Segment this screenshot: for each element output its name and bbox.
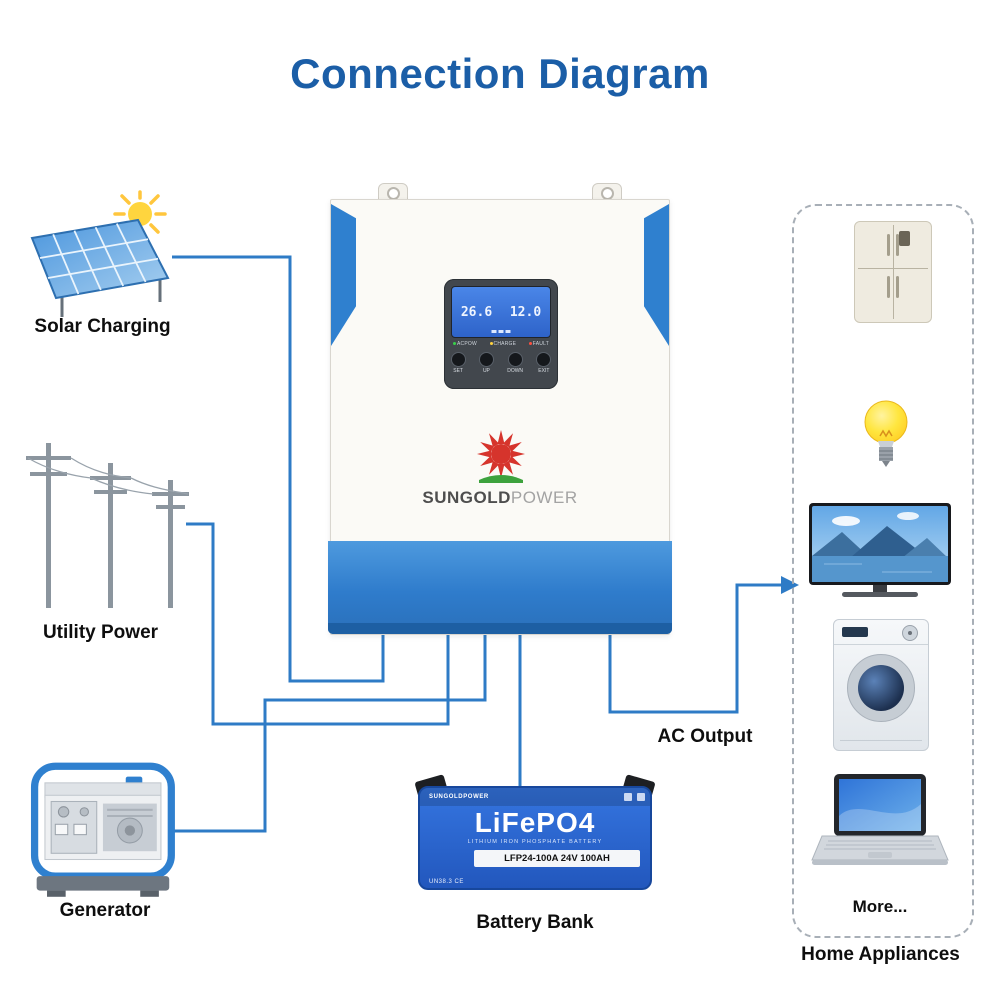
utility-poles-icon: [26, 443, 189, 608]
solar-panel-icon: [30, 190, 170, 317]
warning-icon: [637, 793, 645, 801]
home-appliances-label: Home Appliances: [801, 944, 960, 965]
inverter-brand: SUNGOLDPOWER: [331, 488, 669, 508]
led-red-icon: [528, 342, 532, 345]
tv-frame: [809, 503, 951, 585]
washer-kickplate: [840, 740, 922, 741]
fridge-seam: [858, 268, 928, 269]
battery-model: LiFePO4: [474, 807, 596, 838]
lcd-status-row: ACPOW CHARGE FAULT: [444, 341, 558, 347]
lcd-screen: 26.6 12.0: [451, 286, 551, 338]
fridge-handle: [896, 276, 900, 298]
inverter-side-accent-right: [644, 204, 669, 346]
set-button[interactable]: SET: [450, 352, 466, 374]
washer-door: [847, 654, 915, 722]
inverter-bottom-panel: [328, 541, 672, 634]
lcd-value-right: 12.0: [509, 304, 542, 320]
washing-machine-icon: [833, 619, 929, 751]
status-acpow: ACPOW: [453, 341, 477, 347]
fridge-handle: [886, 276, 890, 298]
round-key-icon[interactable]: [478, 352, 494, 367]
inverter-body: 26.6 12.0 ACPOW CHARGE FAULT SET UP DOWN…: [328, 199, 672, 635]
generator-icon: [30, 762, 175, 897]
fridge-handle: [896, 234, 900, 256]
brand-sungold: SUNGOLD: [422, 488, 511, 507]
inverter-lcd-panel: 26.6 12.0 ACPOW CHARGE FAULT SET UP DOWN…: [444, 279, 558, 389]
tv-stand-neck: [873, 585, 887, 592]
solar-charging-label: Solar Charging: [34, 316, 171, 337]
more-label: More...: [852, 897, 908, 916]
battery-bank-label: Battery Bank: [476, 912, 594, 933]
ac-output-label: AC Output: [657, 726, 753, 747]
exit-button[interactable]: EXIT: [536, 352, 552, 374]
lcd-value-left: 26.6: [460, 304, 493, 320]
wire-utility-to-inverter: [186, 522, 450, 726]
lcd-bars-icon: [491, 330, 511, 333]
inverter-side-accent-left: [331, 204, 356, 346]
battery-top-strip: SUNGOLDPOWER: [420, 788, 650, 806]
led-yellow-icon: [489, 342, 493, 345]
fridge-handle: [886, 234, 890, 256]
wire-generator-to-inverter: [168, 633, 487, 833]
status-charge: CHARGE: [489, 341, 517, 347]
tv-screen: [812, 506, 948, 582]
battery-spec-strip: LFP24-100A 24V 100AH: [474, 850, 640, 867]
washer-display: [842, 627, 868, 637]
battery-brand: SUNGOLDPOWER: [429, 794, 489, 800]
light-bulb-icon: [864, 400, 908, 467]
wire-ac-output-arrow: [608, 576, 799, 714]
refrigerator-icon: [854, 221, 932, 323]
down-button[interactable]: DOWN: [507, 352, 523, 374]
battery-bank-unit: SUNGOLDPOWER LiFePO4 LITHIUM IRON PHOSPH…: [414, 774, 656, 890]
page-title: Connection Diagram: [290, 50, 710, 97]
tv-stand-base: [842, 592, 918, 597]
wire-solar-to-inverter: [172, 255, 385, 683]
battery-subtitle: LITHIUM IRON PHOSPHATE BATTERY: [467, 839, 603, 845]
generator-label: Generator: [59, 900, 151, 921]
fridge-display: [899, 231, 911, 246]
brand-power: POWER: [510, 488, 578, 507]
qr-code-icon: [624, 793, 632, 801]
sungold-sun-logo-icon: [477, 430, 525, 483]
status-fault: FAULT: [528, 341, 549, 347]
round-key-icon[interactable]: [450, 352, 466, 367]
inverter-unit: 26.6 12.0 ACPOW CHARGE FAULT SET UP DOWN…: [328, 183, 672, 635]
lcd-button-row: SET UP DOWN EXIT: [444, 352, 558, 374]
laptop-icon: [811, 774, 949, 865]
fridge-seam: [893, 225, 894, 319]
home-appliances-box: [792, 204, 974, 938]
television-icon: [809, 503, 951, 599]
utility-power-label: Utility Power: [42, 622, 159, 643]
battery-certifications: UN38.3 CE: [429, 879, 464, 885]
led-green-icon: [453, 342, 456, 345]
washer-door-glass: [858, 665, 904, 711]
washer-control-panel: [834, 620, 928, 645]
washer-knob: [902, 625, 918, 641]
round-key-icon[interactable]: [507, 352, 523, 367]
battery-body: SUNGOLDPOWER LiFePO4 LITHIUM IRON PHOSPH…: [418, 786, 652, 890]
round-key-icon[interactable]: [536, 352, 552, 367]
up-button[interactable]: UP: [478, 352, 494, 374]
